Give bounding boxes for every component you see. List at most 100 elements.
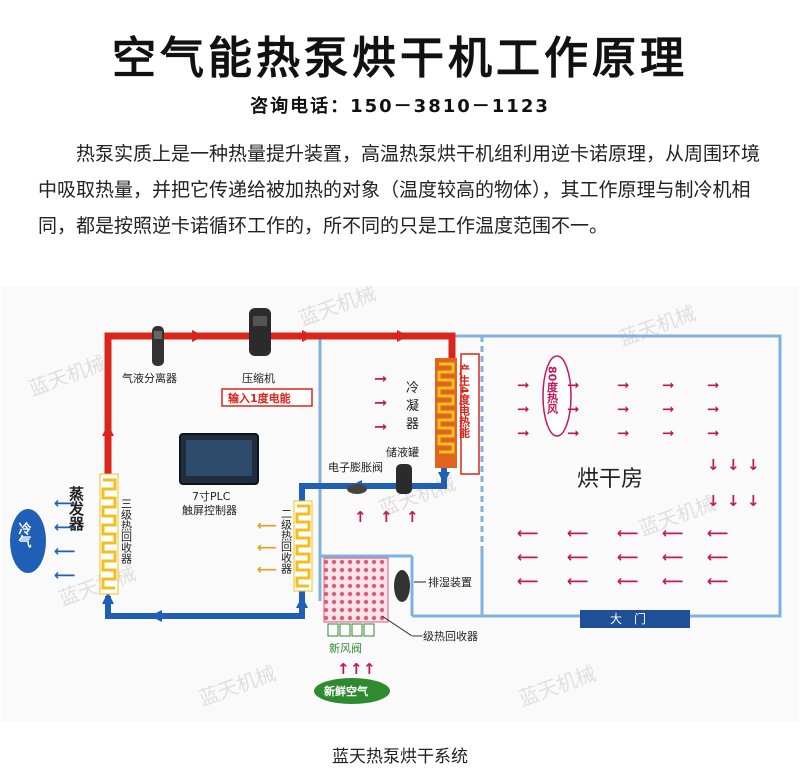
svg-text:↑: ↑ bbox=[363, 660, 376, 678]
liquid-tank: 储液罐 bbox=[386, 445, 419, 494]
first-heat-recovery: 一级热回收器 bbox=[323, 557, 478, 643]
svg-text:⟵: ⟵ bbox=[54, 494, 76, 512]
svg-text:⟵: ⟵ bbox=[257, 562, 277, 578]
hot-pipe-arrow bbox=[192, 330, 204, 342]
watermark: 蓝天机械 bbox=[196, 661, 279, 711]
watermark: 蓝天机械 bbox=[616, 301, 699, 351]
drying-room-label: 烘干房 bbox=[577, 467, 643, 492]
svg-text:↓: ↓ bbox=[727, 456, 740, 474]
svg-text:➞: ➞ bbox=[707, 400, 720, 418]
svg-text:二级热回收器: 二级热回收器 bbox=[280, 508, 293, 575]
svg-text:➞: ➞ bbox=[567, 376, 580, 394]
svg-text:一级热回收器: 一级热回收器 bbox=[412, 629, 478, 643]
consult-phone: 咨询电话：150－3810－1123 bbox=[250, 96, 550, 117]
cold-pipe-arrow bbox=[150, 610, 162, 622]
hot-pipe-arrow bbox=[397, 330, 409, 342]
svg-text:➞: ➞ bbox=[617, 376, 630, 394]
svg-text:↓: ↓ bbox=[747, 492, 760, 510]
svg-text:↓: ↓ bbox=[707, 492, 720, 510]
intro-paragraph: 热泵实质上是一种热量提升装置，高温热泵烘干机组利用逆卡诺原理，从周围环境中吸取热… bbox=[38, 143, 761, 237]
svg-text:输入1度电能: 输入1度电能 bbox=[228, 391, 291, 405]
evaporator-label: 蒸发器 bbox=[67, 485, 85, 532]
svg-text:➞: ➞ bbox=[662, 376, 675, 394]
svg-text:⟵: ⟵ bbox=[54, 542, 76, 560]
watermark: 蓝天机械 bbox=[516, 661, 599, 711]
svg-text:储液罐: 储液罐 bbox=[386, 445, 419, 459]
compressor: 压缩机 bbox=[242, 308, 275, 385]
svg-text:➞: ➞ bbox=[567, 400, 580, 418]
svg-text:新风阀: 新风阀 bbox=[329, 641, 362, 655]
evaporator-coil bbox=[99, 473, 119, 595]
svg-text:产生4度电热能: 产生4度电热能 bbox=[458, 363, 471, 439]
evaporator-air-arrows: ⟵ ⟵ ⟵ ⟵ bbox=[54, 494, 76, 584]
svg-text:➞: ➞ bbox=[707, 424, 720, 442]
svg-text:↓: ↓ bbox=[707, 456, 720, 474]
door: 大 门 bbox=[580, 610, 690, 628]
cold-pipe-arrow bbox=[438, 472, 450, 484]
svg-text:⟵: ⟵ bbox=[517, 572, 539, 590]
svg-text:⟵: ⟵ bbox=[617, 572, 639, 590]
svg-text:⟵: ⟵ bbox=[54, 518, 76, 536]
condenser-coil bbox=[435, 358, 457, 468]
plc-controller: 7寸PLC 触屏控制器 bbox=[179, 433, 259, 517]
gas-liquid-separator: 气液分离器 bbox=[122, 326, 177, 385]
power-input-badge: 输入1度电能 bbox=[221, 388, 313, 407]
svg-text:➞: ➞ bbox=[517, 400, 530, 418]
svg-text:➞: ➞ bbox=[374, 417, 387, 436]
svg-text:➞: ➞ bbox=[374, 369, 387, 388]
svg-text:电子膨胀阀: 电子膨胀阀 bbox=[328, 460, 383, 474]
svg-text:➞: ➞ bbox=[662, 424, 675, 442]
svg-text:7寸PLC: 7寸PLC bbox=[192, 489, 231, 503]
svg-text:➞: ➞ bbox=[374, 393, 387, 412]
svg-text:⟵: ⟵ bbox=[662, 524, 684, 542]
svg-text:➞: ➞ bbox=[567, 424, 580, 442]
room-air-arrows: ➞➞➞➞➞ ➞➞➞➞➞ ➞➞➞➞➞ ↓↓↓ ↓↓↓ ⟵⟵⟵⟵⟵ ⟵⟵⟵⟵⟵ ⟵⟵… bbox=[337, 376, 760, 678]
svg-text:⟵: ⟵ bbox=[257, 518, 277, 534]
svg-text:⟵: ⟵ bbox=[54, 566, 76, 584]
svg-text:➞: ➞ bbox=[517, 376, 530, 394]
svg-text:↑: ↑ bbox=[337, 660, 350, 678]
svg-text:⟵: ⟵ bbox=[707, 548, 729, 566]
heat-output-badge: 产生4度电热能 bbox=[458, 353, 480, 475]
svg-text:压缩机: 压缩机 bbox=[242, 371, 275, 385]
svg-text:三级热回收器: 三级热回收器 bbox=[120, 498, 133, 565]
expansion-valve: 电子膨胀阀 bbox=[328, 460, 383, 494]
svg-text:新鲜空气: 新鲜空气 bbox=[324, 684, 368, 698]
third-heat-recovery-label: 三级热回收器 bbox=[120, 498, 133, 565]
svg-text:气液分离器: 气液分离器 bbox=[122, 371, 177, 385]
fresh-air-badge: 新鲜空气 bbox=[314, 678, 390, 704]
watermark: 蓝天机械 bbox=[296, 286, 379, 331]
svg-text:排湿装置: 排湿装置 bbox=[428, 575, 472, 589]
condenser-air-arrows: ➞ ➞ ➞ bbox=[374, 369, 387, 436]
dehumidifier: 排湿装置 bbox=[394, 570, 472, 602]
svg-text:↓: ↓ bbox=[727, 492, 740, 510]
svg-text:⟵: ⟵ bbox=[567, 548, 589, 566]
svg-text:➞: ➞ bbox=[707, 376, 720, 394]
second-heat-recovery: 二级热回收器 bbox=[280, 500, 313, 592]
svg-text:↑: ↑ bbox=[354, 508, 367, 526]
svg-text:⟵: ⟵ bbox=[517, 524, 539, 542]
svg-text:➞: ➞ bbox=[517, 424, 530, 442]
hot-pipe-arrow bbox=[102, 424, 114, 436]
page-title: 空气能热泵烘干机工作原理 bbox=[112, 33, 688, 84]
svg-text:⟵: ⟵ bbox=[567, 524, 589, 542]
svg-text:⟵: ⟵ bbox=[617, 524, 639, 542]
svg-text:蒸发器: 蒸发器 bbox=[67, 485, 85, 532]
watermark: 蓝天机械 bbox=[26, 351, 109, 401]
svg-text:↑: ↑ bbox=[380, 508, 393, 526]
svg-text:凝: 凝 bbox=[406, 398, 419, 414]
svg-text:➞: ➞ bbox=[662, 400, 675, 418]
cold-air-badge: 冷气 bbox=[10, 509, 46, 573]
svg-text:⟵: ⟵ bbox=[517, 548, 539, 566]
svg-text:⟵: ⟵ bbox=[662, 572, 684, 590]
hot-air-badge: 80度热风 bbox=[542, 355, 572, 437]
svg-text:↑: ↑ bbox=[350, 660, 363, 678]
fresh-air-valve: 新风阀 bbox=[327, 623, 375, 655]
svg-text:⟵: ⟵ bbox=[707, 524, 729, 542]
heat-pump-diagram: 蓝天机械 蓝天机械 蓝天机械 蓝天机械 蓝天机械 蓝天机械 蓝天机械 蓝天机械 bbox=[2, 281, 798, 722]
diagram-caption: 蓝天热泵烘干系统 bbox=[332, 747, 468, 767]
svg-text:⟵: ⟵ bbox=[257, 540, 277, 556]
svg-text:↑: ↑ bbox=[406, 508, 419, 526]
cold-pipe-arrow bbox=[102, 592, 114, 604]
cold-pipe-arrow bbox=[296, 596, 308, 608]
